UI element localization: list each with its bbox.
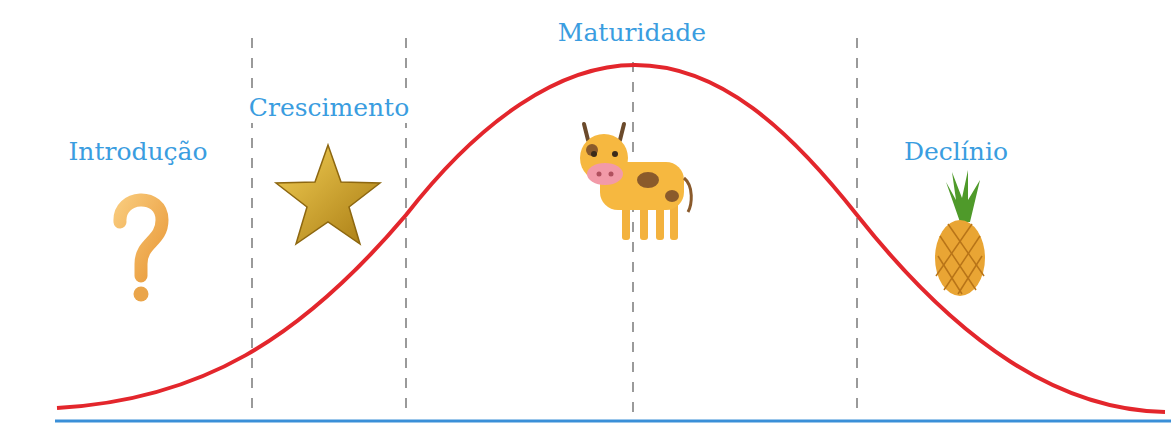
star-icon (276, 145, 380, 244)
stage-label: Declínio (901, 137, 1011, 167)
cow-icon (580, 124, 691, 240)
pineapple-icon (935, 170, 985, 296)
stage-label: Introdução (65, 137, 210, 167)
stage-label: Crescimento (246, 93, 412, 123)
life-cycle-curve (57, 65, 1165, 412)
question-mark-icon (120, 200, 162, 302)
time-axis (55, 420, 1171, 423)
stage-label: Maturidade (555, 18, 709, 48)
